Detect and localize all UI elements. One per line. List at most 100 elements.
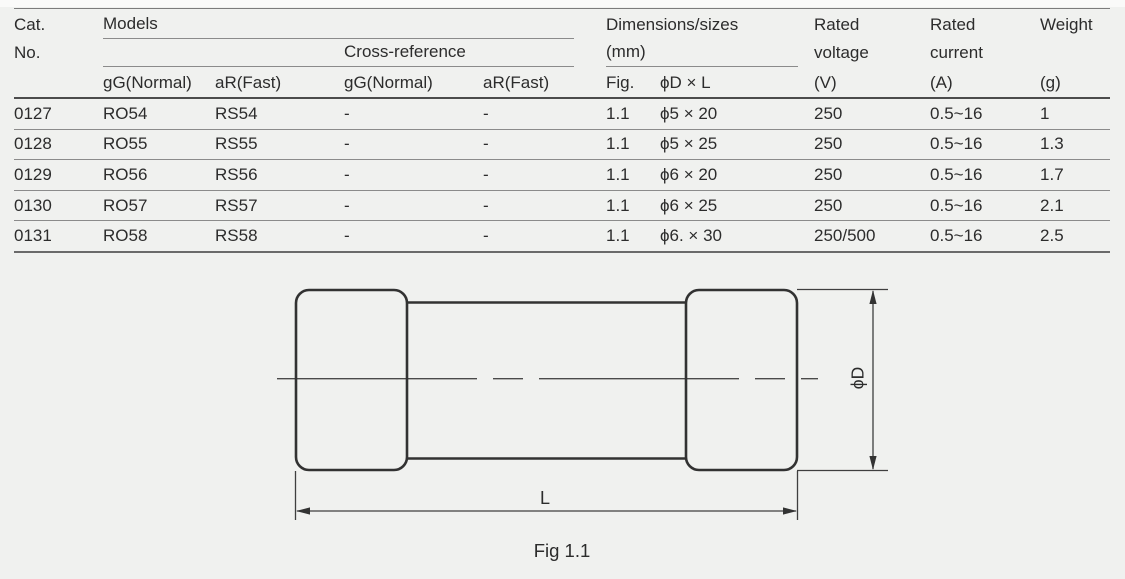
cell-cat-no: 0127 — [14, 103, 52, 123]
header-weight: Weight — [1040, 9, 1110, 40]
length-label: L — [540, 488, 550, 508]
table-cell: RO54 — [103, 103, 148, 123]
header-rated-voltage-label: Rated — [814, 15, 860, 34]
diameter-label: ϕD — [848, 367, 868, 389]
table-cell: 1.1 — [606, 220, 660, 252]
header-dimensions-unit: (mm) — [606, 39, 814, 67]
header-row-1: Cat. Models Dimensions/sizes Rated Rated… — [14, 9, 1110, 40]
table-cell: RO55 — [103, 128, 215, 160]
table-row: 0127 RO54 RS54 - - 1.1 ϕ5 × 20 250 0.5~1… — [14, 98, 1110, 129]
header-no: No. — [14, 39, 103, 67]
table-cell: 0.5~16 — [930, 159, 1041, 191]
header-dimensions-label: Dimensions/sizes — [606, 15, 739, 34]
cell-cat-no: 0130 — [14, 189, 103, 221]
header-weight-label: Weight — [1040, 15, 1093, 34]
table-cell: ϕ6 × 20 — [660, 159, 815, 191]
dimension-arrow — [869, 456, 877, 470]
table-cell: RS58 — [215, 220, 344, 252]
header-rated-voltage: Rated — [814, 9, 930, 40]
table-cell: 250 — [814, 128, 931, 160]
table-cell: 0.5~16 — [930, 103, 983, 123]
table-cell: 1 — [1040, 103, 1050, 123]
header-spacer — [1040, 39, 1110, 67]
subheader-voltage-unit: (V) — [814, 67, 931, 99]
table-cell: ϕ6 × 25 — [660, 189, 815, 221]
table-row: 0128 RO55 RS55 - - 1.1 ϕ5 × 25 250 0.5~1… — [14, 128, 1111, 160]
table-cell: 1.1 — [606, 103, 630, 123]
table-cell: RS55 — [215, 128, 344, 160]
table-cell: 0.5~16 — [930, 189, 1041, 221]
table-row: 0131 RO58 RS58 - - 1.1 ϕ6. × 30 250/500 … — [14, 220, 1111, 252]
table-cell: ϕ5 × 25 — [660, 128, 815, 160]
header-current: current — [930, 39, 1040, 67]
header-models: Models — [103, 9, 606, 39]
table-cell: - — [344, 189, 483, 221]
subheader-dxl-label: ϕD × L — [660, 73, 711, 92]
subheader-ar-fast-label: aR(Fast) — [215, 73, 282, 92]
table-cell: RS57 — [215, 189, 344, 221]
table-cell: 1.7 — [1040, 159, 1111, 191]
table-cell: RS54 — [215, 103, 258, 123]
header-dimensions: Dimensions/sizes — [606, 9, 814, 40]
header-cross-reference: Cross-reference — [344, 39, 606, 67]
header-spacer — [14, 67, 103, 99]
header-rated-current: Rated — [930, 9, 1040, 40]
table-cell: RO57 — [103, 189, 215, 221]
header-no-label: No. — [14, 43, 41, 62]
subheader-gg-normal: gG(Normal) — [103, 67, 215, 99]
table-cell: 250 — [814, 189, 931, 221]
subheader-weight-unit-label: (g) — [1040, 73, 1061, 92]
header-models-label: Models — [103, 14, 574, 39]
subheader-ar-fast: aR(Fast) — [215, 67, 344, 99]
right-end-cap — [684, 288, 799, 472]
header-cross-reference-label: Cross-reference — [344, 42, 574, 67]
header-voltage-label: voltage — [814, 43, 869, 62]
subheader-xref-gg-normal-label: gG(Normal) — [344, 73, 433, 92]
table-cell: ϕ5 × 20 — [660, 103, 718, 123]
table-cell: RS56 — [215, 159, 344, 191]
cell-cat-no: 0129 — [14, 159, 103, 191]
cell-cat-no: 0128 — [14, 128, 103, 160]
table-cell: - — [483, 189, 606, 221]
header-row-3: gG(Normal) aR(Fast) gG(Normal) aR(Fast) … — [14, 67, 1111, 99]
table-cell: - — [483, 103, 489, 123]
table-cell: 250/500 — [814, 220, 931, 252]
header-cat-label: Cat. — [14, 15, 46, 34]
table-row: 0130 RO57 RS57 - - 1.1 ϕ6 × 25 250 0.5~1… — [14, 189, 1111, 221]
left-end-cap — [294, 288, 409, 472]
table-cell: 2.1 — [1040, 189, 1111, 221]
table-cell: - — [483, 128, 606, 160]
header-rated-current-label: Rated — [930, 15, 976, 34]
dimension-arrow — [869, 290, 877, 304]
cell-cat-no: 0131 — [14, 220, 103, 252]
subheader-voltage-unit-label: (V) — [814, 73, 837, 92]
header-current-label: current — [930, 43, 983, 62]
subheader-fig-label: Fig. — [606, 73, 635, 92]
header-dimensions-unit-label: (mm) — [606, 42, 798, 67]
table-cell: - — [483, 220, 606, 252]
header-cat: Cat. — [14, 9, 103, 40]
table-cell: - — [344, 128, 483, 160]
header-spacer-rule — [103, 62, 344, 67]
table-cell: 1.1 — [606, 159, 660, 191]
figure-caption: Fig 1.1 — [534, 540, 591, 561]
dimension-arrow — [783, 507, 797, 515]
table-cell: - — [483, 159, 606, 191]
table-cell: 1.1 — [606, 189, 660, 221]
table-cell: 250 — [814, 159, 931, 191]
table-cell: - — [344, 220, 483, 252]
table-cell: 0.5~16 — [930, 128, 1041, 160]
fuse-spec-table: Cat. Models Dimensions/sizes Rated Rated… — [14, 8, 1111, 253]
subheader-xref-ar-fast: aR(Fast) — [483, 67, 606, 99]
header-voltage: voltage — [814, 39, 930, 67]
table-cell: RO56 — [103, 159, 215, 191]
table-cell: 0.5~16 — [930, 220, 1041, 252]
subheader-dxl: ϕD × L — [660, 67, 815, 99]
page-top-edge — [0, 0, 1125, 7]
table-cell: 2.5 — [1040, 220, 1111, 252]
table-cell: 1.3 — [1040, 128, 1111, 160]
subheader-current-unit: (A) — [930, 67, 1041, 99]
table-cell: 250 — [814, 103, 843, 123]
subheader-current-unit-label: (A) — [930, 73, 953, 92]
